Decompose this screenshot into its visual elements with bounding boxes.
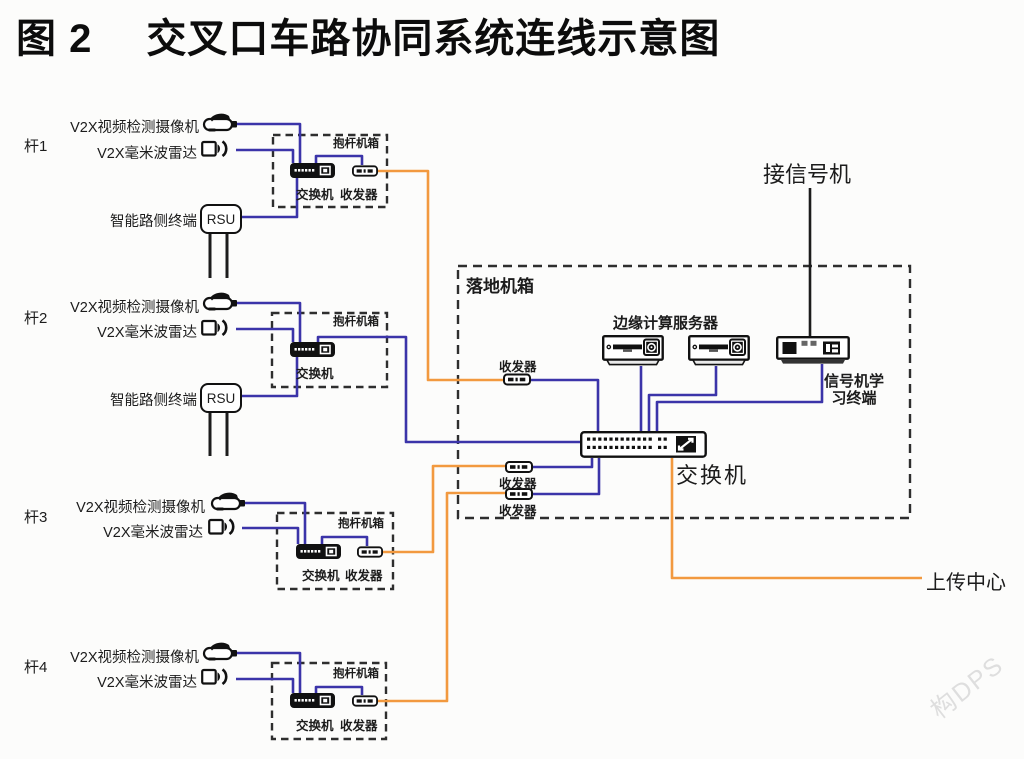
main-switch-label: 交换机 xyxy=(676,463,749,488)
camera-icon xyxy=(210,491,246,512)
wire-server2-switch xyxy=(647,366,718,432)
radar-icon xyxy=(208,518,235,536)
wire-p4-radar xyxy=(236,677,295,693)
cabinet-transceiver3-label: 收发器 xyxy=(499,504,537,518)
wire-p3-sw-transceiver xyxy=(320,535,369,546)
pole4-switch-label: 交换机 xyxy=(296,719,334,733)
wire-p2-camera xyxy=(237,301,302,342)
pole1-rsu-device: RSU xyxy=(200,204,242,234)
wire-p4-camera xyxy=(237,651,302,693)
pole4-transceiver-label: 收发器 xyxy=(340,719,378,733)
pole1-radar-label: V2X毫米波雷达 xyxy=(97,146,197,162)
transceiver-icon xyxy=(352,695,378,707)
pole1-rsu-label: 智能路侧终端 xyxy=(110,214,197,230)
camera-icon xyxy=(202,112,238,133)
cabinet-transceiver2-icon xyxy=(505,461,533,473)
ground-cabinet-label: 落地机箱 xyxy=(466,277,534,296)
wire-p2-rsu xyxy=(239,357,299,398)
wire-trans1-switch xyxy=(531,378,600,432)
wire-p1-sw-transceiver xyxy=(314,154,364,165)
cabinet-transceiver1-label: 收发器 xyxy=(499,360,537,374)
blue-wires xyxy=(236,122,824,695)
signal-learning-terminal-label: 信号机学习终端 xyxy=(823,373,884,407)
pole2-rsu-legs xyxy=(208,409,229,456)
figure-title-text: 交叉口车路协同系统连线示意图 xyxy=(146,17,721,61)
wire-trans3-switch xyxy=(533,458,601,496)
radar-icon xyxy=(201,668,228,686)
signal-controller-label: 接信号机 xyxy=(763,162,852,187)
pole2-rsu-device: RSU xyxy=(200,383,242,413)
wire-p4-sw-transceiver xyxy=(314,685,364,695)
wire-p1-rsu xyxy=(239,178,299,219)
fiber-p4-to-cabinet xyxy=(378,491,505,703)
pole3-switch-label: 交换机 xyxy=(302,569,340,583)
pole4-mount-box-label: 抱杆机箱 xyxy=(331,668,381,681)
pole1-label: 杆1 xyxy=(24,138,48,155)
fiber-p1-to-cabinet xyxy=(378,169,503,382)
pole1-transceiver-label: 收发器 xyxy=(340,188,378,202)
fiber-p3-to-cabinet xyxy=(383,464,505,554)
wire-p2-radar xyxy=(236,327,295,342)
cabinet-transceiver2-label: 收发器 xyxy=(499,477,537,491)
pole4-camera-label: V2X视频检测摄像机 xyxy=(70,650,199,666)
pole3-transceiver-label: 收发器 xyxy=(345,569,383,583)
wire-p3-radar xyxy=(242,526,300,544)
radar-icon xyxy=(201,140,228,158)
transceiver-icon xyxy=(352,165,378,177)
pole1-mount-box-label: 抱杆机箱 xyxy=(331,138,381,151)
wire-p1-radar xyxy=(236,148,295,163)
wire-p3-camera xyxy=(244,501,307,544)
pole2-rsu-label: 智能路侧终端 xyxy=(110,393,197,409)
upload-center-label: 上传中心 xyxy=(926,572,1006,594)
edge-server2-icon xyxy=(688,335,750,366)
transceiver-icon xyxy=(357,546,383,558)
pole3-camera-label: V2X视频检测摄像机 xyxy=(76,500,205,516)
pole2-mount-box-label: 抱杆机箱 xyxy=(331,316,381,329)
ground-cabinet-box xyxy=(456,264,912,520)
pole1-switch-label: 交换机 xyxy=(296,188,334,202)
edge-servers-label: 边缘计算服务器 xyxy=(613,315,719,332)
pole-switch-icon xyxy=(290,341,335,358)
pole2-camera-label: V2X视频检测摄像机 xyxy=(70,300,199,316)
pole4-label: 杆4 xyxy=(24,659,48,676)
pole3-label: 杆3 xyxy=(24,509,48,526)
radar-icon xyxy=(201,319,228,337)
cabinet-transceiver1-icon xyxy=(503,373,531,386)
wire-trans2-switch xyxy=(533,458,594,469)
main-switch-icon xyxy=(580,431,707,458)
figure-title: 图 2 交叉口车路协同系统连线示意图 xyxy=(16,6,720,64)
wire-terminal-switch xyxy=(655,364,824,432)
pole-switch-icon xyxy=(290,692,335,709)
pole-switch-icon xyxy=(290,162,335,179)
pole2-radar-label: V2X毫米波雷达 xyxy=(97,325,197,341)
pole2-mount-box xyxy=(270,311,389,389)
pole1-rsu-legs xyxy=(208,230,229,278)
camera-icon xyxy=(202,641,238,662)
fiber-switch-to-upload xyxy=(670,458,922,580)
figure-number: 图 2 xyxy=(16,17,93,61)
pole4-radar-label: V2X毫米波雷达 xyxy=(97,675,197,691)
pole2-switch-label: 交换机 xyxy=(296,367,334,381)
black-lines xyxy=(208,188,812,456)
wire-p1-camera xyxy=(237,122,302,163)
pole2-label: 杆2 xyxy=(24,310,48,327)
signal-learning-terminal-icon xyxy=(776,336,850,364)
pole-switch-icon xyxy=(296,543,341,560)
wire-p2-to-main-switch xyxy=(316,335,581,444)
pole3-mount-box-label: 抱杆机箱 xyxy=(336,518,386,531)
pole3-radar-label: V2X毫米波雷达 xyxy=(103,525,203,541)
orange-wires xyxy=(378,169,922,703)
edge-server1-icon xyxy=(602,335,664,366)
pole1-camera-label: V2X视频检测摄像机 xyxy=(70,120,199,136)
camera-icon xyxy=(202,291,238,312)
